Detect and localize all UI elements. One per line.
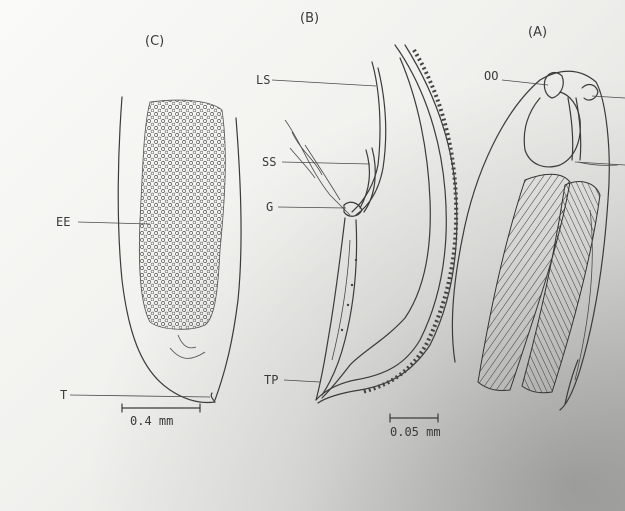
panel-b-label: (B) xyxy=(300,11,319,26)
label-ls: LS xyxy=(256,73,376,87)
leader-tp xyxy=(284,380,320,382)
label-ee: EE xyxy=(56,215,150,229)
label-oo: OO xyxy=(484,69,548,85)
leader-right-mid xyxy=(575,162,625,165)
scale-bar-b: 0.05 mm xyxy=(390,414,441,439)
scale-bar-c: 0.4 mm xyxy=(122,404,200,428)
scale-bar-b-text: 0.05 mm xyxy=(390,425,441,439)
panel-a-label: (A) xyxy=(528,25,547,40)
label-oo-text: OO xyxy=(484,69,498,83)
leader-oo xyxy=(502,80,548,85)
label-ls-text: LS xyxy=(256,73,270,87)
label-t: T xyxy=(60,388,210,402)
label-g: G xyxy=(266,200,346,214)
scale-bar-c-text: 0.4 mm xyxy=(130,414,173,428)
leader-ee xyxy=(78,222,150,224)
label-g-text: G xyxy=(266,200,273,214)
panel-c-label: (C) xyxy=(145,34,164,49)
label-ee-text: EE xyxy=(56,215,70,229)
leader-ls xyxy=(272,80,376,86)
leader-g xyxy=(278,207,346,208)
leader-t xyxy=(70,395,210,397)
panel-c-drawing xyxy=(118,97,241,403)
leader-ss xyxy=(282,162,370,164)
label-ss-text: SS xyxy=(262,155,276,169)
label-t-text: T xyxy=(60,388,67,402)
leader-right-top xyxy=(592,96,625,98)
label-tp: TP xyxy=(264,373,320,387)
panel-a-drawing xyxy=(452,71,618,410)
egg-mass xyxy=(139,100,225,329)
label-tp-text: TP xyxy=(264,373,278,387)
panel-b-drawing xyxy=(285,45,457,403)
